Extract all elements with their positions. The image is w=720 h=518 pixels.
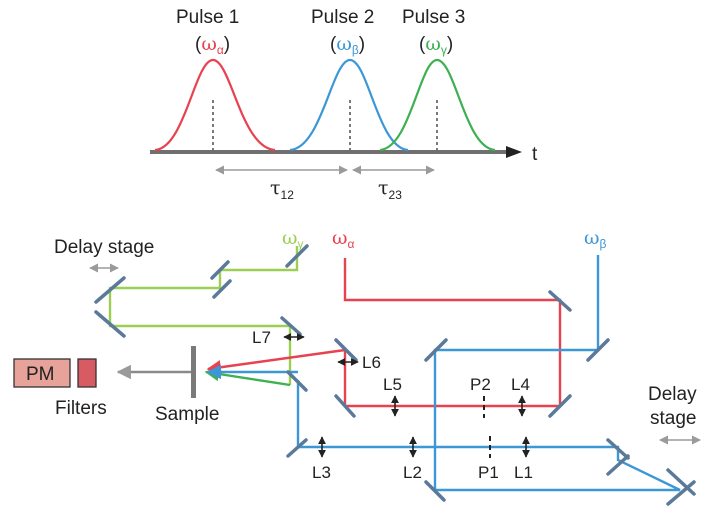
beam-gamma-label: ωγ (282, 227, 304, 251)
pulse-2-curve (289, 58, 409, 152)
mirror-delay-stage-bottom (94, 310, 126, 338)
mirror-beta-vertical-left (286, 370, 308, 392)
mirror-alpha-bottom-left (334, 394, 356, 418)
delay-stage-left-label: Delay stage (54, 237, 154, 258)
delay-stage-right-label-1: Delay (648, 384, 697, 405)
beta-beam-path (296, 255, 681, 492)
mirror-delay-right-2 (666, 480, 696, 506)
mirror-alpha-bottom-right (548, 394, 572, 418)
time-axis-label: t (532, 144, 538, 165)
pm-label: PM (26, 364, 55, 385)
tau-23-label: τ23 (378, 177, 402, 202)
filters-label: Filters (55, 398, 107, 419)
lens-l6-label: L6 (362, 353, 381, 372)
lens-l1-label: L1 (514, 463, 533, 482)
mirror-gamma-down (280, 316, 302, 336)
mirror-gamma-top (285, 244, 309, 268)
pulse-2-frequency: (ωβ) (330, 33, 365, 57)
beam-alpha-label: ωα (332, 227, 355, 251)
pulse-3-curve (379, 58, 496, 152)
beam-beta-label: ωβ (584, 227, 607, 251)
alpha-beam-path (343, 258, 562, 408)
mirror-gamma-left-upper (210, 260, 230, 280)
gamma-beam-path (108, 246, 299, 385)
optical-setup: PM Filters Sample Delay stage Delay stag… (13, 227, 701, 506)
sample (191, 346, 196, 398)
pulse-1-frequency: (ωα) (195, 33, 230, 57)
mirror-beta-bottom-left (286, 438, 308, 458)
pulse-1-label: Pulse 1 (176, 7, 239, 28)
mirror-gamma-right (212, 279, 232, 299)
mirror-alpha-lower-left (334, 338, 358, 362)
alpha-beam-to-sample (206, 348, 346, 375)
tau-12-label: τ12 (270, 177, 294, 202)
lens-l5-label: L5 (383, 375, 402, 394)
mirror-beta-top (586, 338, 610, 362)
lens-l3-label: L3 (312, 463, 331, 482)
timing-diagram: t Pulse 1 Pulse 2 Pulse 3 (ωα) (ωβ) (ωγ)… (150, 7, 538, 202)
pulse-3-label: Pulse 3 (402, 7, 465, 28)
mirror-beta-left-bottom (424, 480, 446, 502)
pulse-3-frequency: (ωγ) (419, 33, 453, 57)
mirror-alpha-top-right (548, 290, 572, 312)
pulse-1-curve (154, 58, 276, 152)
delay-stage-right-label-2: stage (650, 408, 696, 429)
mirror-beta-right-upper (606, 454, 630, 476)
pulse-2-label: Pulse 2 (311, 7, 374, 28)
time-axis-arrowhead (506, 146, 522, 158)
mirror-beta-right-lower (606, 438, 630, 460)
mirror-delay-right-1 (666, 468, 696, 496)
lens-l7-label: L7 (252, 328, 271, 347)
mirror-delay-stage-top (94, 276, 126, 304)
pm-detector (13, 358, 71, 388)
lens-l4-label: L4 (511, 375, 530, 394)
lens-l2-label: L2 (403, 463, 422, 482)
pinhole-p1-label: P1 (478, 463, 499, 482)
mirror-beta-left-top (424, 338, 448, 362)
gamma-beam-to-sample (204, 366, 291, 387)
sample-label: Sample (155, 404, 219, 425)
pinhole-p2-label: P2 (470, 375, 491, 394)
filter-block (77, 358, 97, 388)
